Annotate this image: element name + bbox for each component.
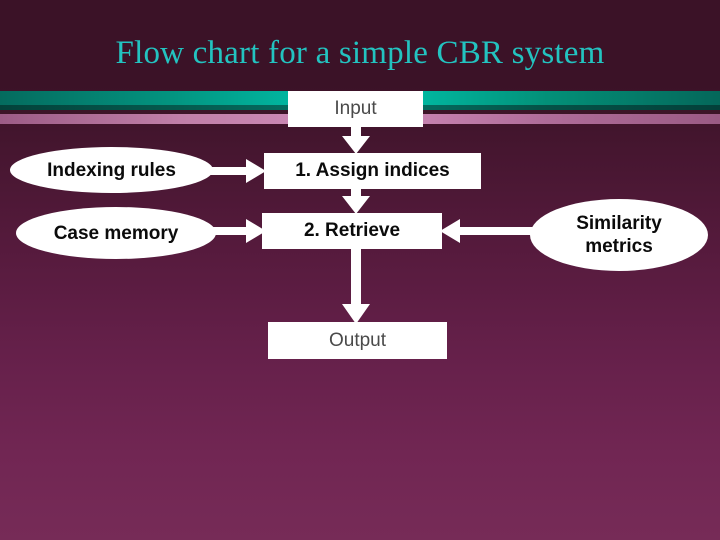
arrow-similarity-to-retrieve	[438, 219, 546, 243]
node-retrieve[interactable]: 2. Retrieve	[262, 213, 442, 249]
node-case-memory[interactable]: Case memory	[16, 207, 216, 259]
arrow-retrieve-to-output	[340, 246, 372, 326]
slide-title: Flow chart for a simple CBR system	[115, 35, 605, 71]
arrow-assign-to-retrieve	[340, 186, 372, 216]
arrow-input-to-assign	[340, 124, 372, 156]
node-similarity-metrics-line1: Similarity	[576, 213, 662, 234]
node-indexing-rules[interactable]: Indexing rules	[10, 147, 213, 193]
node-output[interactable]: Output	[268, 322, 447, 359]
node-similarity-metrics[interactable]: Similarity metrics	[530, 199, 708, 271]
node-assign-indices[interactable]: 1. Assign indices	[264, 153, 481, 189]
node-similarity-metrics-line2: metrics	[585, 236, 653, 257]
arrow-indexing-to-assign	[206, 159, 268, 183]
node-input[interactable]: Input	[288, 91, 423, 127]
arrow-casememory-to-retrieve	[206, 219, 268, 243]
